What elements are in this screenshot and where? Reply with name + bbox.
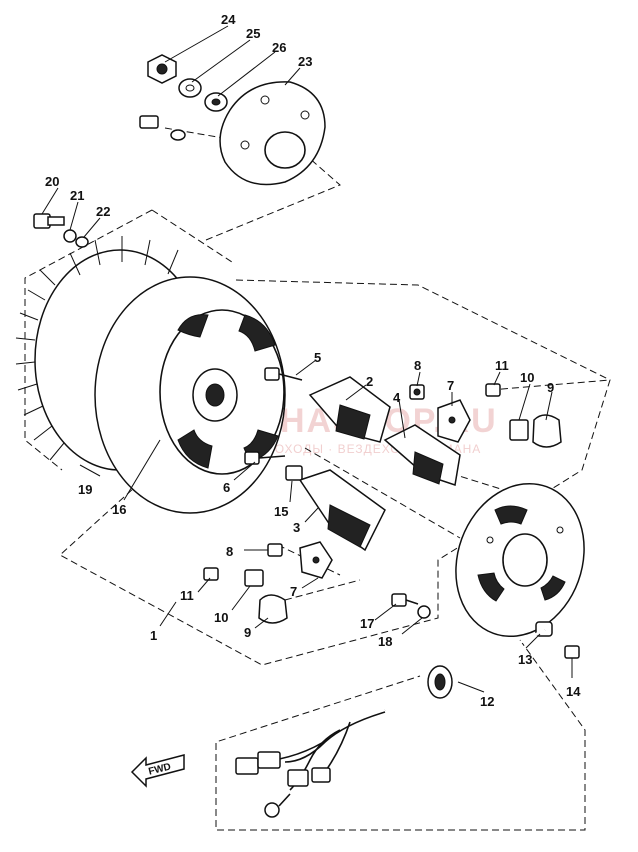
part-label-9-lower: 9 xyxy=(244,625,251,640)
part-labels: 24 25 26 23 20 21 22 5 2 4 8 7 11 10 9 6… xyxy=(45,12,581,709)
part-label-26: 26 xyxy=(272,40,286,55)
breaker-7-lower xyxy=(299,541,333,579)
part-label-18: 18 xyxy=(378,634,392,649)
screw-8-lower xyxy=(267,543,283,557)
fwd-label: FWD xyxy=(147,762,172,778)
part-label-7-lower: 7 xyxy=(290,584,297,599)
part-label-11-upper: 11 xyxy=(495,358,509,373)
part-label-22: 22 xyxy=(96,204,110,219)
part-label-1: 1 xyxy=(150,628,157,643)
part-label-11-lower: 11 xyxy=(180,588,194,603)
part-label-13: 13 xyxy=(518,652,532,667)
part-label-25: 25 xyxy=(246,26,260,41)
part-label-24: 24 xyxy=(221,12,236,27)
coil-4 xyxy=(383,424,461,486)
washer-22 xyxy=(75,236,89,248)
washer-21 xyxy=(63,229,77,243)
part-label-3: 3 xyxy=(293,520,300,535)
part-label-21: 21 xyxy=(70,188,84,203)
screw-11-upper xyxy=(485,383,501,397)
washer-25 xyxy=(178,78,202,98)
part-label-14: 14 xyxy=(566,684,581,699)
washer-18 xyxy=(417,605,431,619)
part-label-16: 16 xyxy=(112,502,126,517)
flywheel xyxy=(15,236,286,514)
breaker-7-upper xyxy=(437,399,471,443)
leader-lines xyxy=(41,25,573,693)
small-screw xyxy=(139,115,186,141)
bracket-10-lower xyxy=(244,569,264,587)
coil-2 xyxy=(308,376,391,443)
cover-plate xyxy=(219,81,326,186)
plate-15 xyxy=(285,465,303,481)
screw-8-upper xyxy=(409,384,425,400)
screw-14 xyxy=(564,645,580,659)
part-label-8-upper: 8 xyxy=(414,358,421,373)
coil-3 xyxy=(298,469,386,552)
fwd-arrow-icon: FWD xyxy=(130,754,185,788)
screw-11-lower xyxy=(203,567,219,581)
part-label-2: 2 xyxy=(366,374,373,389)
part-label-10-lower: 10 xyxy=(214,610,228,625)
screw-20 xyxy=(33,213,65,229)
screw-5 xyxy=(264,367,303,381)
screw-6 xyxy=(244,451,286,465)
part-label-9-upper: 9 xyxy=(547,380,554,395)
washer-26 xyxy=(204,92,228,112)
part-label-8-lower: 8 xyxy=(226,544,233,559)
part-label-17: 17 xyxy=(360,616,374,631)
part-label-10-upper: 10 xyxy=(520,370,534,385)
part-label-19: 19 xyxy=(78,482,92,497)
wire-harness xyxy=(235,628,546,818)
nut-24 xyxy=(147,54,177,84)
condenser-9-lower xyxy=(258,594,288,624)
part-label-12: 12 xyxy=(480,694,494,709)
part-label-15: 15 xyxy=(274,504,288,519)
part-label-5: 5 xyxy=(314,350,321,365)
bracket-10-upper xyxy=(509,419,529,441)
screw-17 xyxy=(391,593,419,607)
part-label-6: 6 xyxy=(223,480,230,495)
condenser-9-upper xyxy=(532,414,562,448)
stator-base-plate xyxy=(455,482,585,638)
part-label-20: 20 xyxy=(45,174,59,189)
part-label-7-upper: 7 xyxy=(447,378,454,393)
part-label-23: 23 xyxy=(298,54,312,69)
part-label-4: 4 xyxy=(393,390,401,405)
